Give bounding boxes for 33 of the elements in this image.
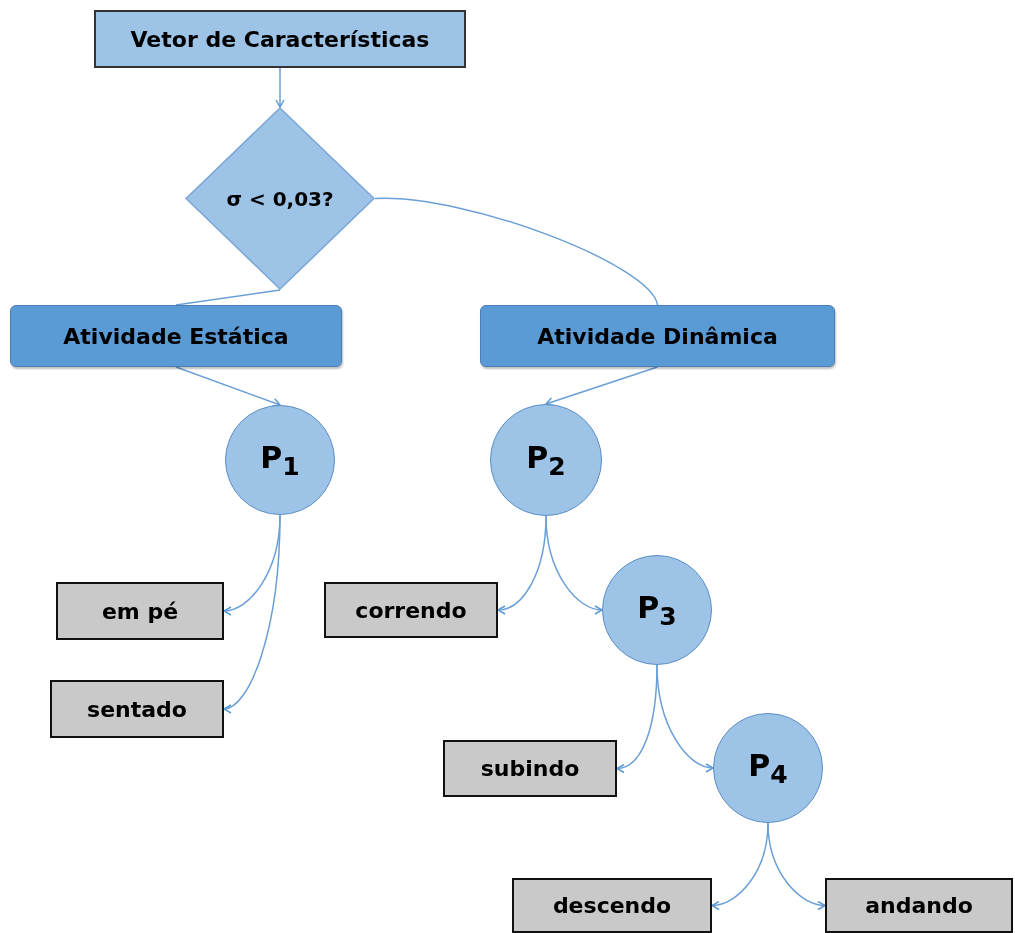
arrow (223, 514, 281, 712)
arrow (275, 67, 285, 108)
arrow (656, 664, 714, 772)
box-label: subindo (480, 756, 580, 781)
result-box (50, 680, 224, 738)
result-box (56, 582, 224, 640)
category-box (480, 305, 835, 367)
classifier-label: P$_{4}$ (748, 747, 788, 789)
box-label: descendo (552, 893, 672, 918)
classifier-label: P$_{3}$ (637, 589, 677, 631)
box-label: Vetor de Características (130, 26, 430, 52)
header-box (94, 10, 466, 68)
result-box (443, 740, 617, 797)
decision-diamond (185, 107, 375, 290)
arrow (767, 822, 826, 910)
box-label: andando (865, 893, 973, 918)
box-label: correndo (355, 597, 467, 623)
category-box (10, 305, 342, 367)
arrow (545, 515, 603, 614)
connector-line (374, 197, 659, 306)
arrow (175, 366, 281, 408)
result-box (512, 878, 712, 933)
result-box (825, 878, 1013, 933)
box-label: Atividade Dinâmica (537, 323, 778, 349)
box-label: Atividade Estática (63, 323, 289, 349)
result-box (324, 582, 498, 638)
arrow (545, 366, 659, 407)
condition-text: σ < 0,03? (226, 186, 334, 211)
classifier-label: P$_{1}$ (260, 439, 300, 481)
box-label: sentado (87, 696, 187, 722)
box-label: em pé (101, 598, 179, 624)
classifier-label: P$_{2}$ (526, 439, 566, 481)
connector-line (175, 289, 281, 306)
